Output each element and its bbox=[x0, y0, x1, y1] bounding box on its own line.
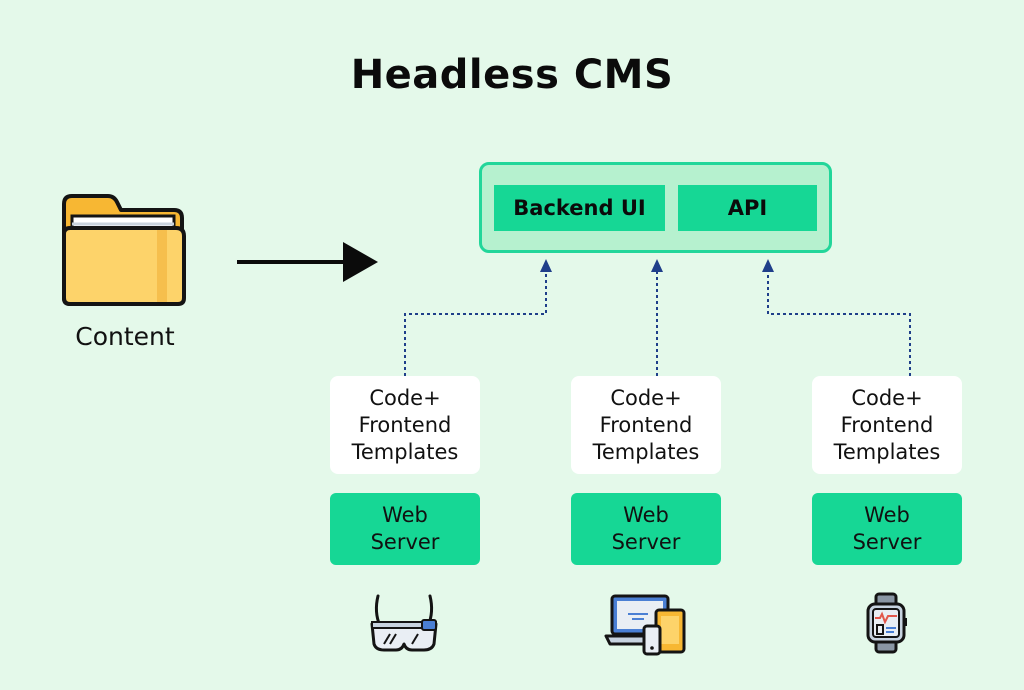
devices-icon bbox=[604, 594, 686, 656]
smart-glasses-icon bbox=[370, 594, 438, 652]
code-templates-card: Code+ Frontend Templates bbox=[571, 376, 721, 474]
arrowhead-center bbox=[651, 259, 663, 272]
card-line: Server bbox=[611, 530, 681, 554]
api-block: API bbox=[678, 185, 817, 231]
code-templates-card: Code+ Frontend Templates bbox=[330, 376, 480, 474]
web-server-card: Web Server bbox=[812, 493, 962, 565]
card-line: Code+ bbox=[851, 385, 923, 410]
card-line: Frontend bbox=[599, 412, 693, 437]
card-line: Templates bbox=[833, 439, 941, 464]
card-line: Server bbox=[852, 530, 922, 554]
main-arrow bbox=[237, 242, 378, 282]
card-line: Frontend bbox=[358, 412, 452, 437]
card-line: Web bbox=[382, 503, 428, 527]
card-line: Server bbox=[370, 530, 440, 554]
card-line: Web bbox=[623, 503, 669, 527]
card-line: Code+ bbox=[610, 385, 682, 410]
web-server-card: Web Server bbox=[330, 493, 480, 565]
card-line: Code+ bbox=[369, 385, 441, 410]
content-label: Content bbox=[75, 322, 175, 351]
card-line: Web bbox=[864, 503, 910, 527]
code-templates-card: Code+ Frontend Templates bbox=[812, 376, 962, 474]
folder-icon bbox=[62, 194, 186, 306]
card-line: Templates bbox=[592, 439, 700, 464]
connector-right bbox=[767, 270, 911, 376]
arrowhead-right bbox=[762, 259, 774, 272]
web-server-card: Web Server bbox=[571, 493, 721, 565]
arrowhead-left bbox=[540, 259, 552, 272]
card-line: Frontend bbox=[840, 412, 934, 437]
smartwatch-icon bbox=[866, 592, 907, 654]
connector-left bbox=[404, 270, 547, 376]
card-line: Templates bbox=[351, 439, 459, 464]
diagram-title: Headless CMS bbox=[350, 52, 674, 98]
backend-ui-block: Backend UI bbox=[494, 185, 665, 231]
